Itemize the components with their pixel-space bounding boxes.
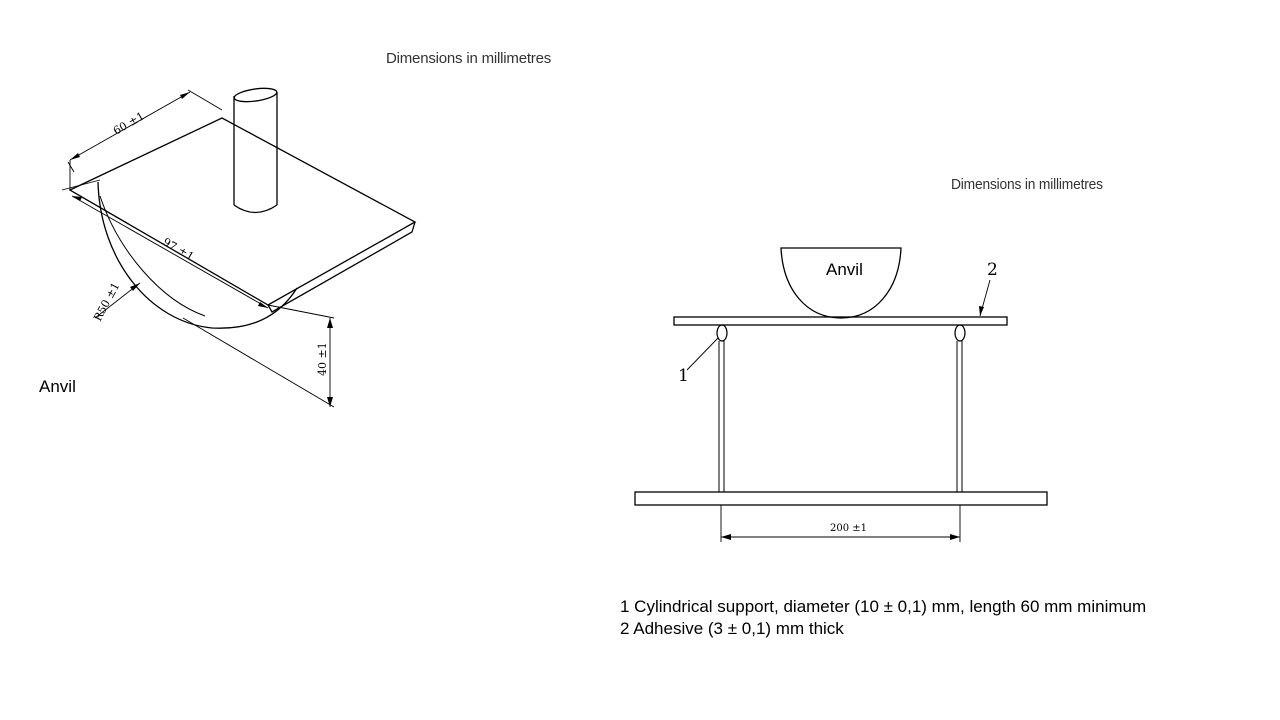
dim-height-label: 40 ±1: [316, 342, 329, 376]
callout-2: 2: [987, 260, 998, 280]
callout-1: 1: [678, 366, 689, 386]
cylindrical-support-right: [954, 324, 966, 492]
right-dimensions-title: Dimensions in millimetres: [951, 176, 1103, 193]
legend-item-1: 1 Cylindrical support, diameter (10 ± 0,…: [620, 597, 1147, 616]
left-dimensions-title: Dimensions in millimetres: [386, 50, 552, 67]
specimen-strip: [673, 316, 1008, 326]
anvil-half-round: [97, 181, 298, 329]
cylindrical-support-left: [716, 324, 728, 492]
legend-item-2: 2 Adhesive (3 ± 0,1) mm thick: [620, 619, 844, 638]
base-plate: [634, 491, 1048, 506]
anvil-shaft: [233, 87, 278, 214]
anvil-bowl: [780, 247, 902, 319]
left-anvil-label: Anvil: [39, 377, 76, 396]
dim-span-label: 200 ±1: [830, 523, 867, 534]
right-anvil-label: Anvil: [826, 260, 863, 279]
